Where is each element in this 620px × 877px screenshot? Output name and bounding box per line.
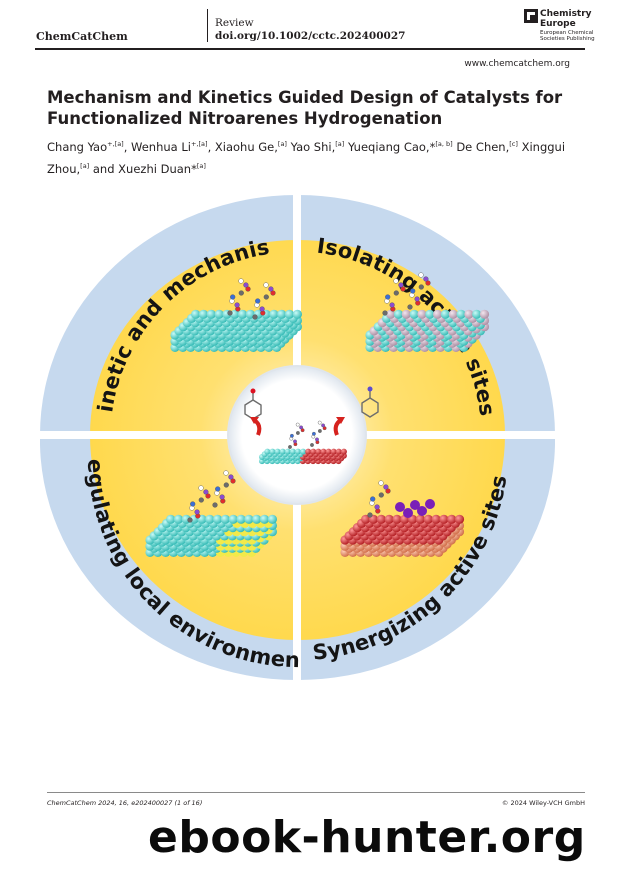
catalyst-slab-cyan-yellow <box>145 470 277 557</box>
author-name: Wenhua Li <box>131 140 191 154</box>
header-rule <box>35 48 585 50</box>
author-affiliation-mark: [c] <box>509 140 518 148</box>
author-affiliation-mark: +,[a] <box>107 140 124 148</box>
author-name: Xuezhi Duan* <box>118 162 197 176</box>
author-affiliation-mark: [a] <box>196 162 206 170</box>
catalyst-slab-pink-cyan <box>365 272 490 352</box>
publisher-name-line2: Europe <box>540 19 576 29</box>
author-name: Xiaohu Ge, <box>214 140 278 154</box>
aniline-molecule-icon <box>361 386 379 418</box>
publisher-name-line1: Chemistry <box>540 9 592 19</box>
watermark-text: ebook-hunter.org <box>148 812 586 863</box>
author-name: Yao Shi, <box>290 140 336 154</box>
author-affiliation-mark: +,[a] <box>190 140 208 148</box>
copyright-notice: © 2024 Wiley-VCH GmbH <box>501 799 585 807</box>
author-name: Xinggui Zhou, <box>47 140 566 176</box>
author-separator: , <box>207 140 215 154</box>
center-reaction-scheme <box>227 365 379 505</box>
graphical-abstract-figure: Kinetic and mechanism Isolating active s… <box>40 195 555 680</box>
catalyst-slab-red-orange <box>340 480 465 557</box>
citation-line: ChemCatChem 2024, 16, e202400027 (1 of 1… <box>47 799 203 807</box>
footer-rule <box>47 792 585 793</box>
header-separator <box>207 9 208 42</box>
article-title: Mechanism and Kinetics Guided Design of … <box>47 88 563 128</box>
author-name: De Chen, <box>456 140 510 154</box>
nitroarene-molecule-icon <box>244 388 262 420</box>
author-affiliation-mark: [a, b] <box>435 140 453 148</box>
article-type: Review <box>215 17 254 29</box>
author-affiliation-mark: [a] <box>335 140 345 148</box>
journal-website-link[interactable]: www.chemcatchem.org <box>464 59 570 69</box>
publisher-tagline-line1: European Chemical <box>540 30 594 36</box>
chemistry-europe-logo-icon <box>524 9 538 23</box>
catalyst-slab-cyan <box>170 278 302 352</box>
author-affiliation-mark: [a] <box>277 140 287 148</box>
author-list: Chang Yao+,[a], Wenhua Li+,[a], Xiaohu G… <box>47 135 587 179</box>
author-separator: and <box>89 162 119 176</box>
doi-link[interactable]: doi.org/10.1002/cctc.202400027 <box>215 30 406 42</box>
author-name: Chang Yao <box>47 140 108 154</box>
author-name: Yueqiang Cao,* <box>347 140 436 154</box>
author-separator: , <box>123 140 132 154</box>
publisher-tagline-line2: Societies Publishing <box>540 36 595 42</box>
author-affiliation-mark: [a] <box>80 162 90 170</box>
journal-name: ChemCatChem <box>36 30 128 43</box>
